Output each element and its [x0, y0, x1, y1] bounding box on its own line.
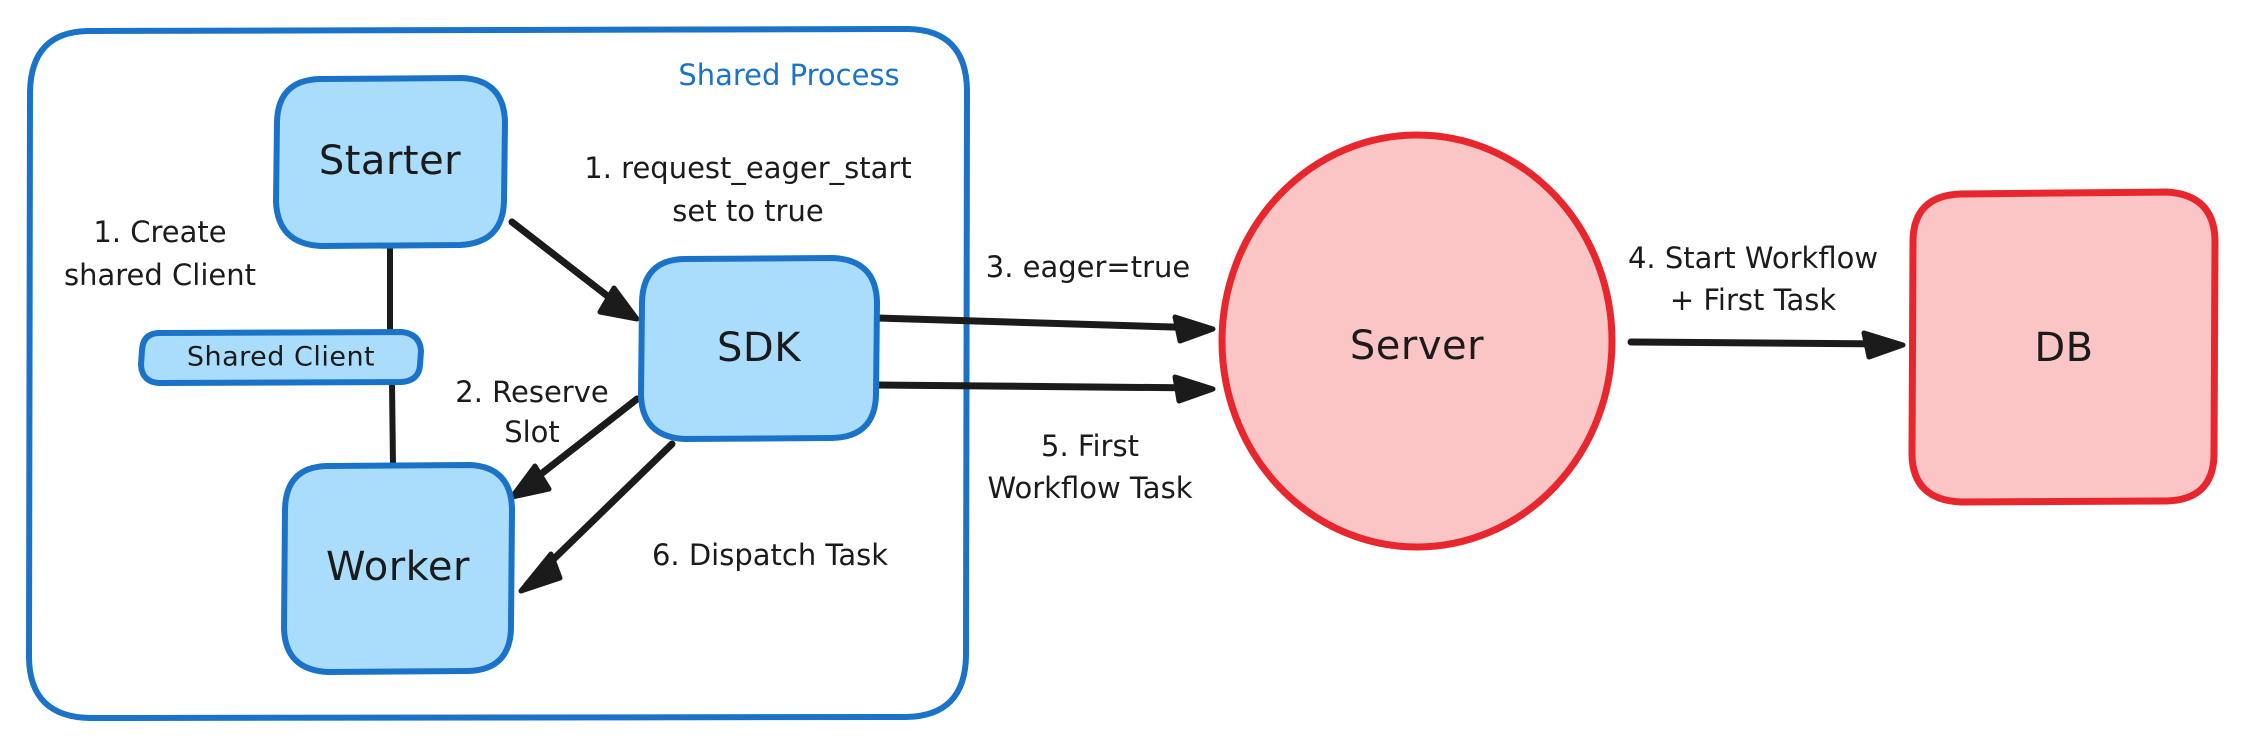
node-server[interactable]: Server: [1218, 131, 1616, 551]
edge-sdk-server-first-task-line: [874, 381, 1209, 392]
node-sdk[interactable]: SDK: [638, 255, 880, 442]
node-sdk-shape[interactable]: [638, 255, 880, 442]
node-starter-label: Starter: [319, 138, 461, 184]
node-starter-shape[interactable]: [273, 75, 508, 249]
node-shared-client-label: Shared Client: [187, 342, 375, 373]
node-worker-shape[interactable]: [281, 462, 515, 675]
node-server-shape[interactable]: [1218, 131, 1616, 551]
node-shared-client[interactable]: Shared Client: [138, 329, 424, 386]
edge-label-request-eager-start-line2: set to true: [672, 194, 823, 228]
edge-label-eager-true-line1: 3. eager=true: [986, 250, 1191, 284]
node-sdk-label: SDK: [717, 325, 802, 371]
shared-process-border: [26, 26, 970, 721]
edge-server-db: [1627, 330, 1906, 360]
edge-label-reserve-slot-line2: Slot: [504, 415, 560, 449]
node-shared-client-shape[interactable]: [138, 329, 424, 386]
edge-starter-sdk: [508, 218, 640, 322]
edge-label-eager-true: 3. eager=true: [986, 250, 1191, 284]
edge-label-request-eager-start-line1: 1. request_eager_start: [584, 151, 911, 185]
node-server-label: Server: [1350, 323, 1484, 369]
edge-label-create-shared-client-line1: 1. Create: [93, 215, 226, 249]
edge-sdk-server-eager-arrowhead: [1172, 314, 1216, 344]
edge-sdk-worker-dispatch-arrowhead: [518, 551, 563, 594]
edge-sdk-server-first-task: [874, 374, 1216, 404]
node-db-shape[interactable]: [1908, 188, 2219, 506]
edge-sdk-worker-dispatch: [518, 440, 676, 594]
edge-label-create-shared-client: 1. Create shared Client: [64, 215, 256, 292]
edge-label-start-workflow-line2: + First Task: [1670, 283, 1837, 317]
edge-server-db-line: [1627, 338, 1899, 348]
edge-sdk-worker-reserve-arrowhead: [509, 463, 552, 500]
node-worker[interactable]: Worker: [281, 462, 515, 675]
edge-starter-sdk-arrowhead: [597, 285, 640, 322]
edge-sdk-server-first-task-arrowhead: [1172, 374, 1216, 404]
node-db-label: DB: [2034, 325, 2093, 371]
edge-label-dispatch-task-line1: 6. Dispatch Task: [652, 538, 888, 572]
edge-sdk-server-eager-line: [874, 314, 1209, 332]
edge-sdk-server-eager: [874, 314, 1216, 344]
edge-label-first-workflow-task-line2: Workflow Task: [988, 471, 1193, 505]
edge-label-start-workflow: 4. Start Workflow + First Task: [1628, 241, 1878, 317]
edge-label-request-eager-start: 1. request_eager_start set to true: [584, 151, 911, 228]
edge-label-reserve-slot-line1: 2. Reserve: [455, 375, 608, 409]
edge-label-first-workflow-task-line1: 5. First: [1041, 429, 1139, 463]
edge-server-db-arrowhead: [1861, 330, 1906, 360]
edge-label-first-workflow-task: 5. First Workflow Task: [988, 429, 1193, 505]
edge-label-reserve-slot: 2. Reserve Slot: [455, 375, 608, 449]
node-db[interactable]: DB: [1908, 188, 2219, 506]
shared-process-group: Shared Process: [26, 26, 970, 721]
edge-shared-client-worker: [389, 380, 396, 469]
shared-process-label: Shared Process: [678, 58, 899, 92]
edge-label-create-shared-client-line2: shared Client: [64, 258, 256, 292]
node-worker-label: Worker: [326, 544, 470, 590]
edge-label-dispatch-task: 6. Dispatch Task: [652, 538, 888, 572]
node-starter[interactable]: Starter: [273, 75, 508, 249]
edge-label-start-workflow-line1: 4. Start Workflow: [1628, 241, 1878, 275]
edge-sdk-worker-reserve: [509, 395, 641, 500]
